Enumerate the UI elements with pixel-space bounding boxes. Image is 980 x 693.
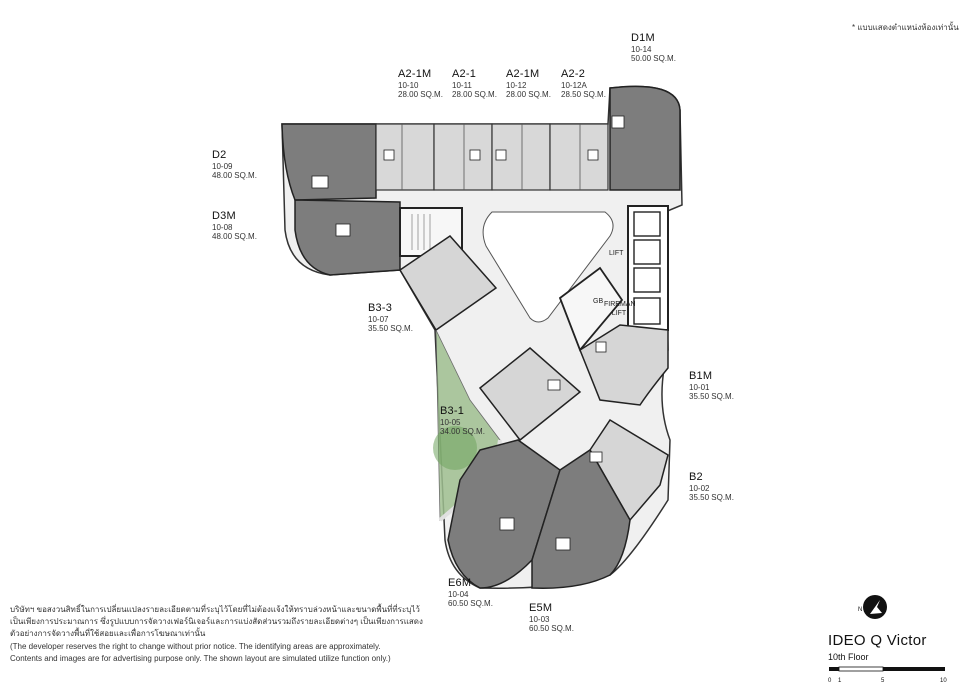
unit-code: 10-08 bbox=[212, 222, 233, 232]
unit-area: 28.50 SQ.M. bbox=[561, 89, 606, 99]
unit-code: 10-12 bbox=[506, 80, 527, 90]
scale-tick-label: 0 bbox=[828, 678, 832, 684]
unit-a2-1-label: A2-1 10-11 28.00 SQ.M. bbox=[452, 68, 497, 99]
unit-area: 60.50 SQ.M. bbox=[448, 598, 493, 608]
unit-type: E6M bbox=[448, 577, 472, 589]
unit-a2-2-label: A2-2 10-12A 28.50 SQ.M. bbox=[561, 68, 606, 99]
unit-a2-1-shape bbox=[433, 123, 493, 191]
scale-tick-label: 10 bbox=[940, 678, 947, 684]
central-void bbox=[482, 211, 614, 323]
unit-code: 10-11 bbox=[452, 80, 472, 90]
unit-d1m-shape bbox=[609, 85, 681, 191]
unit-area: 28.00 SQ.M. bbox=[452, 89, 497, 99]
unit-code: 10-04 bbox=[448, 589, 469, 599]
unit-code: 10-10 bbox=[398, 80, 419, 90]
unit-area: 28.00 SQ.M. bbox=[398, 89, 443, 99]
unit-area: 35.50 SQ.M. bbox=[368, 323, 413, 333]
unit-type: A2-1M bbox=[506, 68, 540, 80]
unit-code: 10-12A bbox=[561, 80, 587, 90]
disclaimer: บริษัทฯ ขอสงวนสิทธิ์ในการเปลี่ยนแปลงรายล… bbox=[10, 604, 430, 665]
unit-code: 10-01 bbox=[689, 382, 710, 392]
unit-b3-3-label: B3-3 10-07 35.50 SQ.M. bbox=[368, 302, 413, 333]
unit-area: 48.00 SQ.M. bbox=[212, 170, 257, 180]
unit-area: 50.00 SQ.M. bbox=[631, 53, 676, 63]
unit-b1m-label: B1M 10-01 35.50 SQ.M. bbox=[689, 370, 734, 401]
unit-d3m-shape bbox=[294, 199, 401, 276]
unit-b3-1-label: B3-1 10-05 34.00 SQ.M. bbox=[440, 405, 485, 436]
unit-type: D1M bbox=[631, 32, 655, 44]
unit-b3-3-shape bbox=[398, 235, 498, 332]
location-note: * แบบแสดงตำแหน่งห้องเท่านั้น bbox=[852, 23, 959, 32]
unit-type: B1M bbox=[689, 370, 713, 382]
disclaimer-th-line: เป็นเพียงการประมาณการ ซึ่งรูปแบบการจัดวา… bbox=[10, 617, 423, 627]
unit-type: A2-2 bbox=[561, 68, 586, 80]
stair-right bbox=[558, 266, 624, 352]
unit-e6m-shape bbox=[447, 439, 561, 589]
unit-area: 48.00 SQ.M. bbox=[212, 231, 257, 241]
unit-b3-1-shape bbox=[478, 347, 582, 442]
unit-code: 10-02 bbox=[689, 483, 710, 493]
scale-bar: 0 1 5 10 bbox=[828, 666, 947, 684]
unit-a2-1m-left-label: A2-1M 10-10 28.00 SQ.M. bbox=[398, 68, 443, 99]
fireman-lift-label: FIREMAN LIFT bbox=[604, 301, 636, 317]
north-arrow-logo-icon: N bbox=[858, 595, 887, 619]
unit-type: A2-1 bbox=[452, 68, 477, 80]
unit-d2-shape bbox=[281, 123, 377, 201]
unit-type: A2-1M bbox=[398, 68, 432, 80]
scale-tick-label: 1 bbox=[838, 678, 842, 684]
unit-type: B2 bbox=[689, 471, 703, 483]
lift-label: LIFT bbox=[609, 250, 624, 257]
unit-e5m-shape bbox=[531, 448, 631, 589]
unit-area: 34.00 SQ.M. bbox=[440, 426, 485, 436]
unit-e6m-label: E6M 10-04 60.50 SQ.M. bbox=[448, 577, 493, 608]
project-name: IDEO Q Victor bbox=[828, 632, 927, 649]
unit-code: 10-07 bbox=[368, 314, 389, 324]
unit-b2-label: B2 10-02 35.50 SQ.M. bbox=[689, 471, 734, 502]
unit-type: B3-3 bbox=[368, 302, 393, 314]
unit-a2-1m-right-label: A2-1M 10-12 28.00 SQ.M. bbox=[506, 68, 551, 99]
unit-type: E5M bbox=[529, 602, 553, 614]
disclaimer-th-line: บริษัทฯ ขอสงวนสิทธิ์ในการเปลี่ยนแปลงรายล… bbox=[10, 605, 420, 614]
unit-code: 10-14 bbox=[631, 44, 652, 54]
unit-e5m-label: E5M 10-03 60.50 SQ.M. bbox=[529, 602, 574, 633]
unit-type: D3M bbox=[212, 210, 236, 222]
gb-label: GB bbox=[593, 298, 604, 305]
unit-type: B3-1 bbox=[440, 405, 465, 417]
unit-area: 60.50 SQ.M. bbox=[529, 623, 574, 633]
unit-area: 35.50 SQ.M. bbox=[689, 391, 734, 401]
unit-area: 35.50 SQ.M. bbox=[689, 492, 734, 502]
scale-tick-label: 5 bbox=[881, 678, 885, 684]
disclaimer-en-line: Contents and images are for advertising … bbox=[10, 653, 391, 663]
north-label: N bbox=[858, 607, 862, 613]
unit-code: 10-03 bbox=[529, 614, 550, 624]
disclaimer-en-line: (The developer reserves the right to cha… bbox=[10, 641, 381, 651]
floor-name: 10th Floor bbox=[828, 652, 869, 662]
unit-area: 28.00 SQ.M. bbox=[506, 89, 551, 99]
unit-type: D2 bbox=[212, 149, 227, 161]
unit-a2-2-shape bbox=[549, 123, 609, 191]
unit-code: 10-05 bbox=[440, 417, 461, 427]
unit-d3m-label: D3M 10-08 48.00 SQ.M. bbox=[212, 210, 257, 241]
disclaimer-th-line: ตัวอย่างการจัดวางพื้นที่ใช้สอยและเพื่อกา… bbox=[10, 629, 206, 639]
unit-code: 10-09 bbox=[212, 161, 233, 171]
unit-d1m-label: D1M 10-14 50.00 SQ.M. bbox=[631, 32, 676, 63]
unit-d2-label: D2 10-09 48.00 SQ.M. bbox=[212, 149, 257, 180]
